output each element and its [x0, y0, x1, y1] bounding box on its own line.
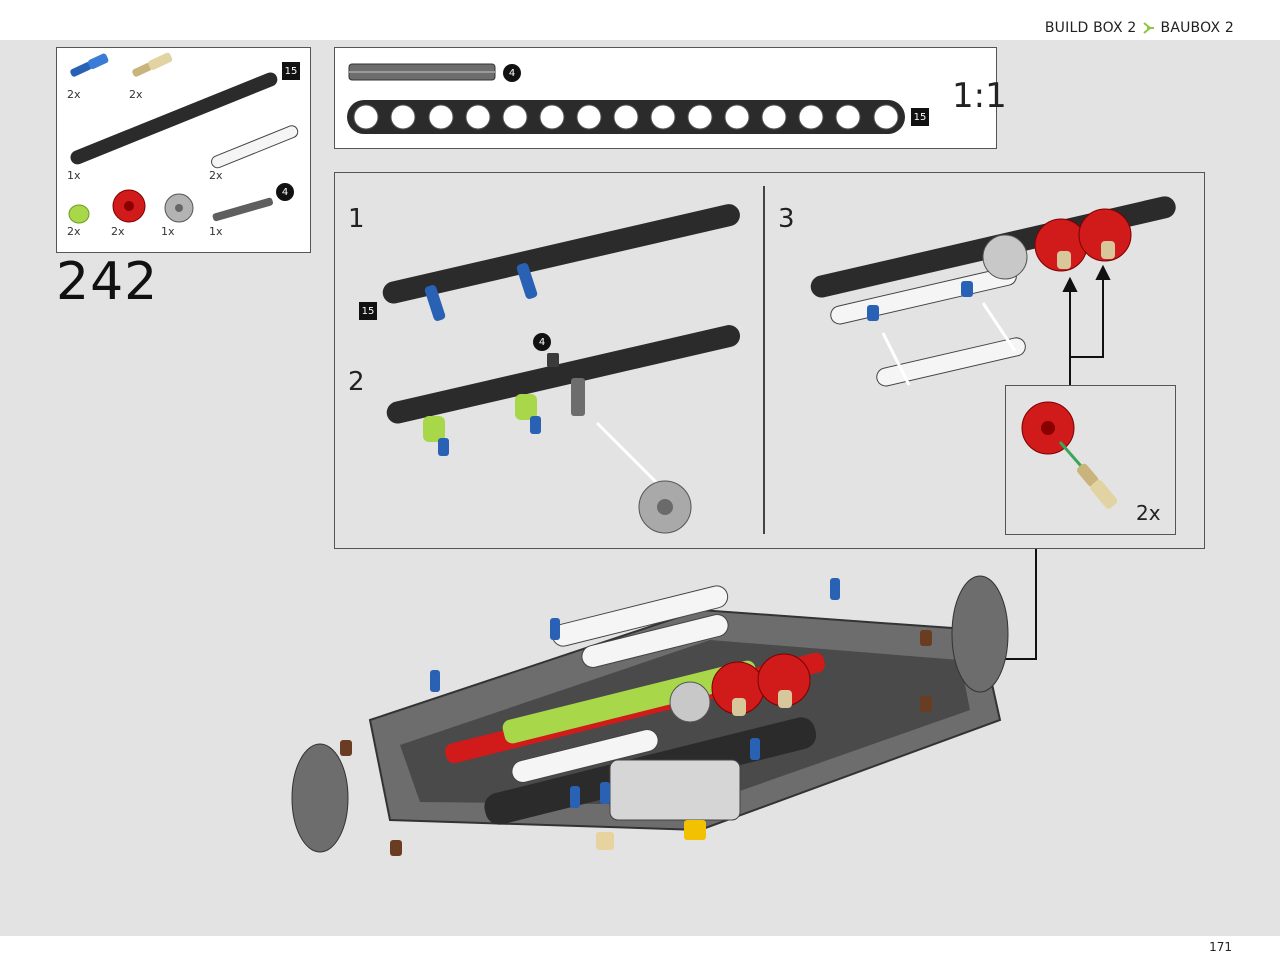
qty-tan-pin: 2x: [129, 88, 143, 101]
ruler-beam-tag: 15: [911, 108, 929, 126]
inset-illustration: [1021, 401, 1118, 509]
step2-axle-tag: 4: [533, 333, 551, 351]
model-yellow-axle: [596, 820, 706, 850]
parts-list-illustration: [68, 52, 299, 224]
step-number: 242: [56, 252, 159, 312]
black-beam-icon: [70, 72, 278, 165]
white-beam-icon: [211, 125, 299, 169]
subassembly-inset: 2x: [1005, 385, 1176, 535]
substep-3-label: 3: [778, 204, 795, 234]
step2-grey-gear: [638, 480, 692, 534]
model-wheel-hubs: [291, 575, 1009, 853]
inset-red-gear-icon: [1021, 401, 1075, 455]
model-red-gears: [669, 653, 811, 723]
grey-axle-icon: [212, 197, 273, 222]
step2-axle: [547, 353, 585, 416]
substep-divider: [763, 186, 765, 534]
main-model-illustration: [291, 575, 1009, 856]
scale-label: 1:1: [952, 76, 1007, 116]
model-blue-pins: [430, 578, 840, 808]
tan-axle-pin-icon: [132, 52, 173, 77]
qty-blue-pin: 2x: [67, 88, 81, 101]
step3-arrow-right: [981, 302, 1017, 352]
page-header: BUILD BOX 2 BAUBOX 2: [0, 0, 1280, 40]
step2-beam: [386, 325, 741, 424]
step1-beam: [382, 204, 740, 304]
ruler-illustration: [347, 63, 905, 134]
qty-black-beam: 1x: [67, 169, 81, 182]
substeps-illustration: [382, 196, 1176, 534]
step2-lime-bushes: [423, 394, 541, 456]
page-number: 171: [1209, 940, 1232, 954]
substep-1-label: 1: [348, 204, 365, 234]
step1-beam-tag: 15: [359, 302, 377, 320]
page-footer: [0, 936, 1280, 974]
parts-list-panel: 2x 2x 15 1x 2x 2x 2x 1x 4 1x: [56, 47, 311, 253]
blue-pin-icon: [70, 53, 109, 77]
step3-gears: [867, 208, 1132, 321]
step3-white-beam-bottom: [876, 337, 1026, 387]
qty-grey-axle: 1x: [209, 225, 223, 238]
ruler-axle-tag: 4: [503, 64, 521, 82]
step3-arrow-left: [881, 332, 911, 386]
beam-length-tag: 15: [282, 62, 300, 80]
qty-white-beam: 2x: [209, 169, 223, 182]
lime-bush-icon: [68, 204, 90, 224]
axle-length-tag: 4: [276, 183, 294, 201]
inset-qty: 2x: [1136, 501, 1161, 525]
qty-grey-gear: 1x: [161, 225, 175, 238]
step2-arrow: [595, 421, 667, 493]
substep-2-label: 2: [348, 367, 365, 397]
qty-red-gear: 2x: [111, 225, 125, 238]
breadcrumb-baubox: BAUBOX 2: [1160, 20, 1234, 36]
grey-gear-icon: [164, 193, 194, 223]
inset-tan-pin-icon: [1077, 463, 1118, 509]
breadcrumb: BUILD BOX 2 BAUBOX 2: [1045, 20, 1234, 36]
axle-ruler-icon: [348, 63, 496, 81]
step1-blue-pins: [424, 263, 538, 321]
ruler-panel: 4 15: [334, 47, 997, 149]
qty-lime-bush: 2x: [67, 225, 81, 238]
breadcrumb-build-box: BUILD BOX 2: [1044, 20, 1137, 36]
step3-arrows: [1062, 264, 1111, 385]
beam-ruler-icon: [347, 100, 905, 134]
red-gear-icon: [112, 189, 146, 223]
model-brown-pins: [340, 630, 932, 856]
chevron-right-icon: [1142, 22, 1154, 34]
